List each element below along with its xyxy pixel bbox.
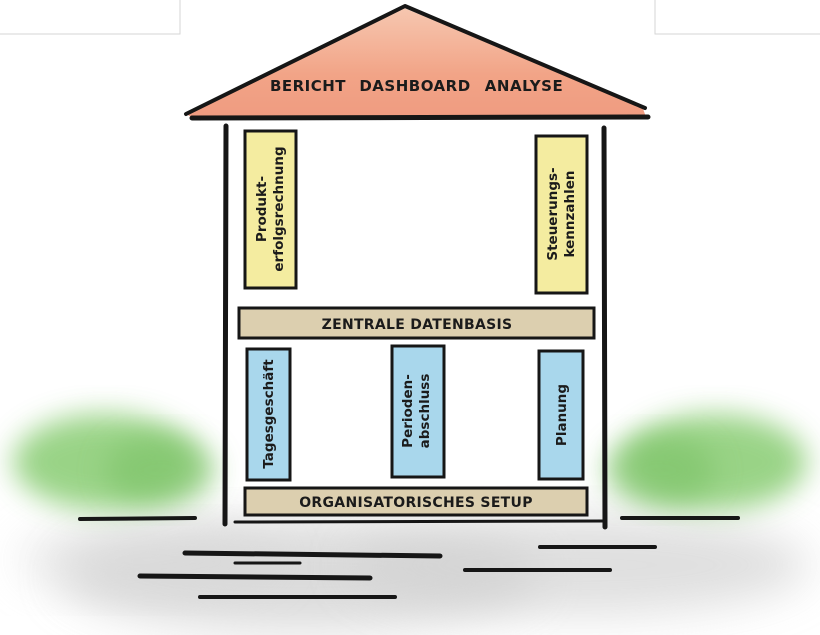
right-bush	[605, 414, 807, 510]
ground-strokes	[78, 516, 740, 599]
pillar-label-line1: Produkt-	[254, 176, 270, 242]
roof-item-bericht: BERICHT	[270, 77, 346, 95]
roof-item-analyse: ANALYSE	[485, 77, 563, 95]
pillar-label-line2: abschluss	[417, 374, 433, 449]
pillar-label-line1: Steuerungs-	[545, 167, 561, 260]
roof: BERICHT DASHBOARD ANALYSE	[184, 4, 651, 121]
lower-pillar-planung: Planung	[537, 349, 585, 481]
upper-pillar-steuerungskennzahlen: Steuerungs- kennzahlen	[534, 134, 589, 295]
pillar-label-line1: Perioden-	[400, 374, 416, 448]
upper-pillar-produkterfolgsrechnung: Produkt- erfolgsrechnung	[243, 129, 298, 290]
base-beam: ORGANISATORISCHES SETUP	[243, 486, 589, 517]
ground	[20, 515, 810, 630]
house-walls	[222, 123, 608, 530]
lower-pillar-tagesgeschaeft: Tagesgeschäft	[245, 347, 292, 482]
pillar-label-line1: Tagesgeschäft	[261, 359, 277, 469]
top-left-frame	[0, 0, 181, 35]
top-right-frame	[654, 0, 820, 35]
middle-beam: ZENTRALE DATENBASIS	[237, 306, 596, 340]
roof-item-dashboard: DASHBOARD	[359, 77, 470, 95]
lower-pillar-periodenabschluss: Perioden- abschluss	[390, 344, 446, 479]
pillar-label-line2: kennzahlen	[562, 171, 578, 258]
pillar-label-line1: Planung	[554, 384, 570, 446]
base-beam-label: ORGANISATORISCHES SETUP	[299, 495, 533, 511]
left-bush	[13, 414, 215, 510]
pillar-label-line2: erfolgsrechnung	[271, 146, 287, 271]
middle-beam-label: ZENTRALE DATENBASIS	[322, 317, 513, 333]
